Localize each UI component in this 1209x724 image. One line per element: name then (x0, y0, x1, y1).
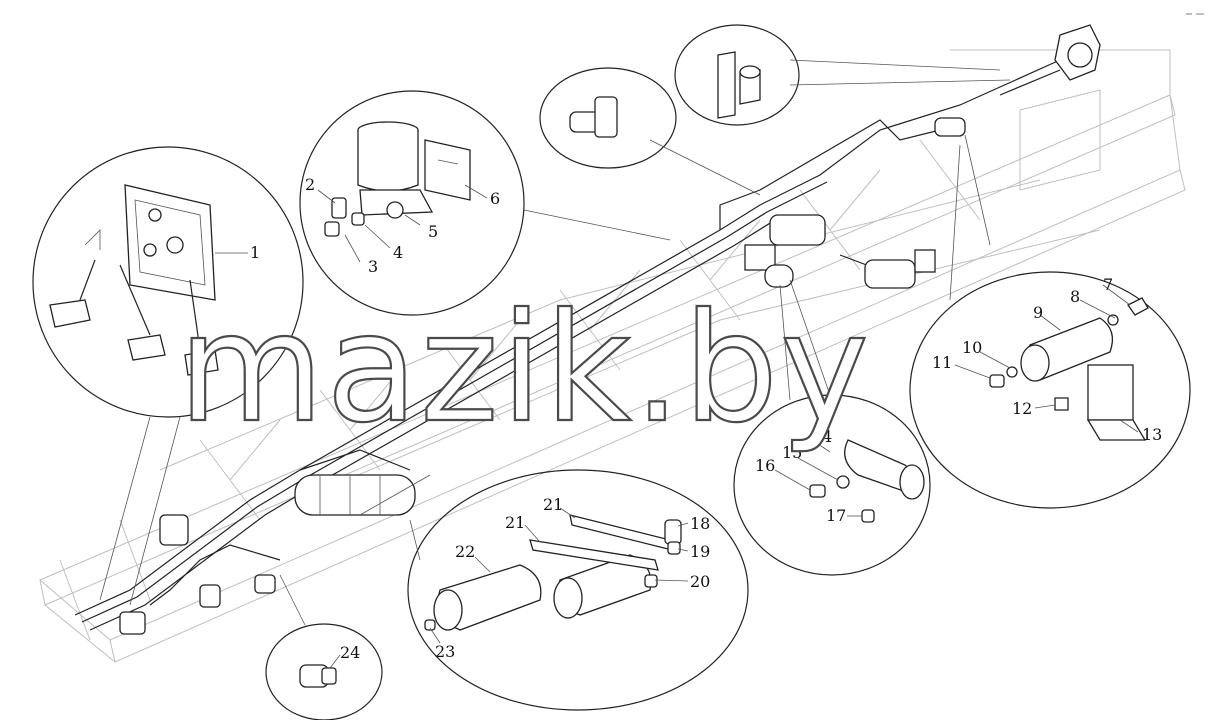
callout-6: 6 (490, 189, 500, 208)
callout-17: 17 (826, 506, 846, 525)
callout-18: 18 (690, 514, 710, 533)
chassis-frame (39, 49, 1186, 663)
callout-21b: 21 (505, 513, 525, 532)
leader-lines (99, 59, 1011, 626)
callout-19: 19 (690, 542, 710, 561)
elbow-fitting-detail (569, 96, 618, 138)
callout-22: 22 (455, 542, 475, 561)
callout-leaders (215, 184, 1139, 669)
callout-4: 4 (393, 243, 403, 262)
callout-8: 8 (1070, 287, 1080, 306)
pedal-assembly-detail (49, 184, 219, 376)
callout-12: 12 (1012, 399, 1032, 418)
chassis-components (119, 24, 1101, 635)
callout-10: 10 (962, 338, 982, 357)
callout-16: 16 (755, 456, 775, 475)
callout-15: 15 (782, 443, 802, 462)
callout-1: 1 (250, 243, 260, 262)
air-dryer-detail (324, 121, 471, 237)
callout-5: 5 (428, 222, 438, 241)
callout-9: 9 (1033, 303, 1043, 322)
callout-20: 20 (690, 572, 710, 591)
twin-receivers-detail (424, 514, 682, 631)
receiver-detail-middle (809, 439, 925, 523)
callout-21a: 21 (543, 495, 563, 514)
callout-3: 3 (368, 257, 378, 276)
receiver-detail-right (989, 297, 1149, 441)
callout-23: 23 (435, 642, 455, 661)
union-fitting-detail (299, 664, 337, 688)
callout-2: 2 (305, 175, 315, 194)
callout-numbers: 1 2 3 4 5 6 7 8 9 10 11 12 13 14 15 16 1… (250, 175, 1162, 662)
callout-13: 13 (1142, 425, 1162, 444)
watermark-text: mazik.by (178, 282, 871, 456)
callout-11: 11 (932, 353, 952, 372)
callout-24: 24 (340, 643, 360, 662)
callout-7: 7 (1103, 275, 1113, 294)
callout-14: 14 (812, 427, 832, 446)
bracket-detail (717, 51, 761, 119)
